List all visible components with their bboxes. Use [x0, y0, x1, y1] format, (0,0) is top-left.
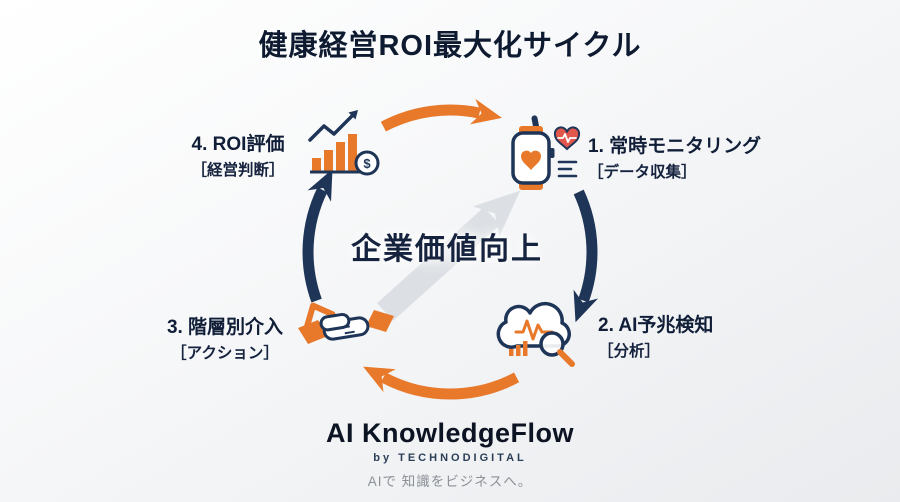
- step-intervention-label: 3. 階層別介入: [166, 317, 284, 338]
- brand-tagline: AIで 知識をビジネスへ。: [367, 474, 533, 489]
- heart-pulse-icon: [553, 126, 581, 151]
- dollar-coin-icon: $: [354, 150, 380, 176]
- cycle-arrow-left: [302, 169, 333, 303]
- cloud-analysis-magnifier-icon: [496, 302, 575, 367]
- chevron-bottom-left-icon: [304, 302, 336, 330]
- step-monitoring-label: 1. 常時モニタリング: [588, 136, 762, 157]
- step-roi: 4. ROI評価 ［経営判断］: [148, 132, 328, 182]
- upward-trend-arrow: [376, 190, 521, 321]
- step-monitoring-sub: ［データ収集］: [588, 163, 697, 181]
- brand-logo-text: AI KnowledgeFlow: [326, 418, 574, 448]
- growth-chart-dollar-icon: $: [308, 110, 380, 176]
- brand-byline: by TECHNODIGITAL: [373, 452, 527, 464]
- handshake-icon: [298, 310, 394, 344]
- center-value-label: 企業価値向上: [351, 233, 543, 266]
- step-intervention: 3. 階層別介入 ［アクション］: [135, 315, 315, 365]
- step-ai-detection: 2. AI予兆検知 ［分析］: [598, 313, 778, 363]
- step-ai-detection-sub: ［分析］: [598, 342, 661, 360]
- smartwatch-heart-monitor-icon: [511, 126, 581, 190]
- step-roi-sub: ［経営判断］: [191, 161, 285, 179]
- step-monitoring: 1. 常時モニタリング ［データ収集］: [588, 134, 798, 184]
- step-intervention-sub: ［アクション］: [171, 344, 279, 362]
- cycle-arrow-bottom: [363, 366, 520, 400]
- dollar-symbol: $: [363, 156, 371, 171]
- cycle-arrow-top: [380, 98, 503, 132]
- step-ai-detection-label: 2. AI予兆検知: [598, 315, 714, 336]
- magnifier-icon: [539, 331, 575, 367]
- cycle-arrow-right: [573, 189, 599, 323]
- step-roi-label: 4. ROI評価: [191, 134, 285, 155]
- mini-bars-icon: [509, 341, 528, 356]
- data-list-icon: [557, 160, 578, 178]
- page-title: 健康経営ROI最大化サイクル: [258, 30, 642, 62]
